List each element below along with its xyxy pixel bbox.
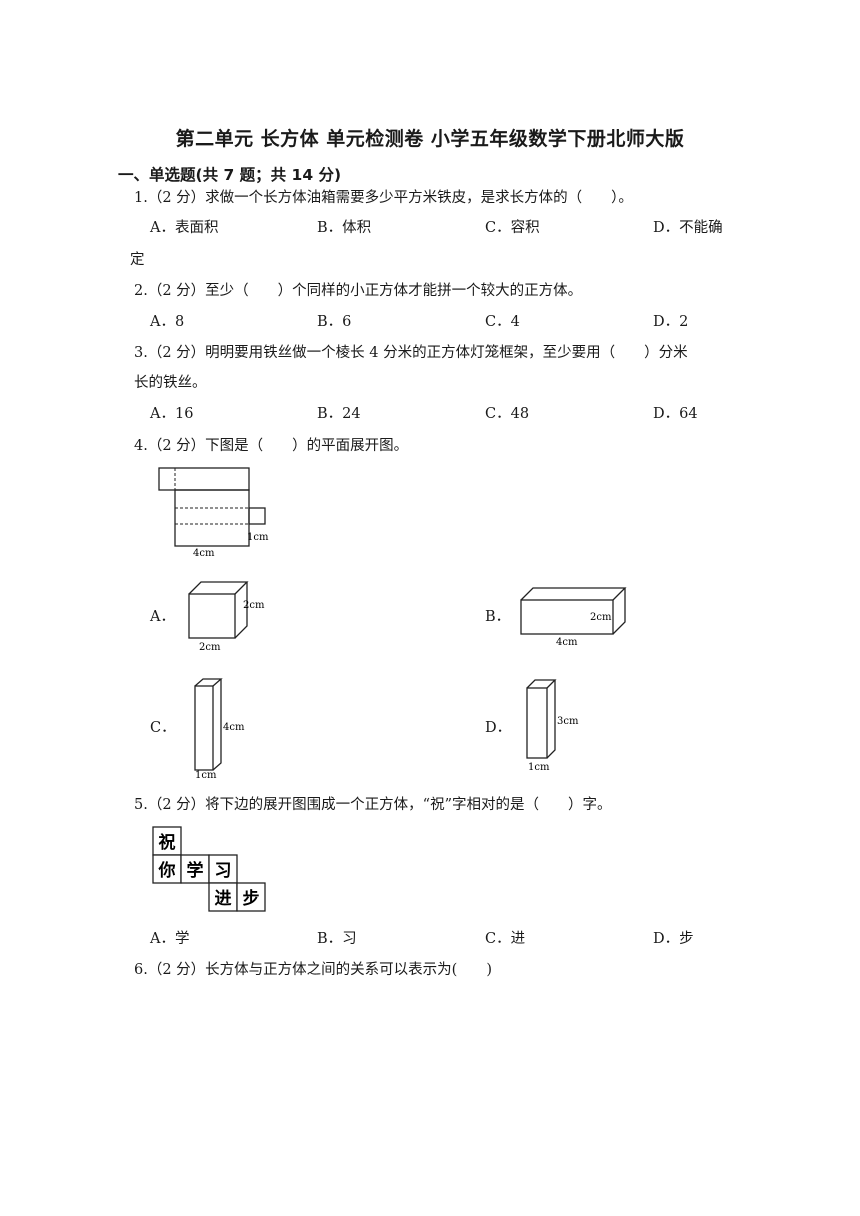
net-cell-jin: 进 bbox=[215, 889, 232, 909]
q4-option-a-label: A． bbox=[150, 609, 175, 625]
q4-option-c-label: C． bbox=[150, 720, 176, 736]
option-d-height-label: 3cm bbox=[557, 716, 579, 727]
q5-option-a: A．学 bbox=[150, 931, 190, 947]
net-side-flap bbox=[248, 507, 266, 525]
q5-option-c: C．进 bbox=[485, 931, 526, 947]
option-b-length-label: 4cm bbox=[556, 637, 578, 648]
q1-option-a: A．表面积 bbox=[150, 220, 219, 236]
q1-option-d: D．不能确 bbox=[653, 220, 723, 236]
q4-option-d-label: D． bbox=[485, 720, 512, 736]
section-heading: 一、单选题(共 7 题；共 14 分) bbox=[118, 166, 342, 184]
option-b-height-label: 2cm bbox=[590, 612, 612, 623]
q3-option-d: D．64 bbox=[653, 406, 698, 422]
question-5-text: 5.（2 分）将下边的展开图围成一个正方体，“祝”字相对的是（ ）字。 bbox=[134, 797, 612, 813]
question-3-text-line2: 长的铁丝。 bbox=[134, 375, 207, 391]
net-cell-xi: 习 bbox=[215, 861, 232, 881]
net-cell-ni: 你 bbox=[158, 860, 176, 881]
net-top-flap bbox=[158, 467, 250, 491]
q2-option-d: D．2 bbox=[653, 314, 689, 330]
q3-option-b: B．24 bbox=[317, 406, 361, 422]
q1-option-c: C．容积 bbox=[485, 220, 540, 236]
option-c-cuboid: 4cm 1cm bbox=[194, 678, 245, 781]
q3-option-a: A．16 bbox=[150, 406, 194, 422]
q2-option-c: C．4 bbox=[485, 314, 520, 330]
character-net: 祝 你 学 习 进 步 bbox=[152, 826, 266, 912]
q4-option-b-label: B． bbox=[485, 609, 511, 625]
q3-option-c: C．48 bbox=[485, 406, 530, 422]
net-body bbox=[174, 489, 250, 547]
net-diagram: 4cm 1cm bbox=[158, 467, 269, 559]
q1-option-b: B．体积 bbox=[317, 220, 372, 236]
question-3-text: 3.（2 分）明明要用铁丝做一个棱长 4 分米的正方体灯笼框架，至少要用（ ）分… bbox=[134, 345, 688, 361]
option-d-width-label: 1cm bbox=[528, 762, 550, 773]
net-cell-xue: 学 bbox=[187, 860, 204, 881]
option-a-width-label: 2cm bbox=[199, 642, 221, 653]
page-title: 第二单元 长方体 单元检测卷 小学五年级数学下册北师大版 bbox=[175, 128, 685, 150]
option-a-cube: 2cm 2cm bbox=[188, 581, 265, 653]
option-a-height-label: 2cm bbox=[243, 600, 265, 611]
question-2-text: 2.（2 分）至少（ ）个同样的小正方体才能拼一个较大的正方体。 bbox=[134, 283, 583, 299]
q1-option-d-wrap: 定 bbox=[130, 252, 145, 268]
option-d-cuboid: 3cm 1cm bbox=[526, 679, 579, 773]
question-1-text: 1.（2 分）求做一个长方体油箱需要多少平方米铁皮，是求长方体的（ ）。 bbox=[134, 190, 633, 206]
net-cell-bu: 步 bbox=[243, 888, 260, 909]
net-cell-zhu: 祝 bbox=[159, 833, 176, 853]
option-b-cuboid: 2cm 4cm bbox=[520, 587, 627, 648]
q2-option-b: B．6 bbox=[317, 314, 352, 330]
net-width-label: 4cm bbox=[193, 548, 215, 559]
question-6-text: 6.（2 分）长方体与正方体之间的关系可以表示为( ) bbox=[134, 962, 492, 978]
q5-option-b: B．习 bbox=[317, 931, 357, 947]
q5-option-d: D．步 bbox=[653, 931, 694, 947]
option-c-height-label: 4cm bbox=[223, 722, 245, 733]
question-4-text: 4.（2 分）下图是（ ）的平面展开图。 bbox=[134, 438, 409, 454]
option-c-width-label: 1cm bbox=[195, 770, 217, 781]
net-side-label: 1cm bbox=[247, 532, 269, 543]
q2-option-a: A．8 bbox=[150, 314, 185, 330]
